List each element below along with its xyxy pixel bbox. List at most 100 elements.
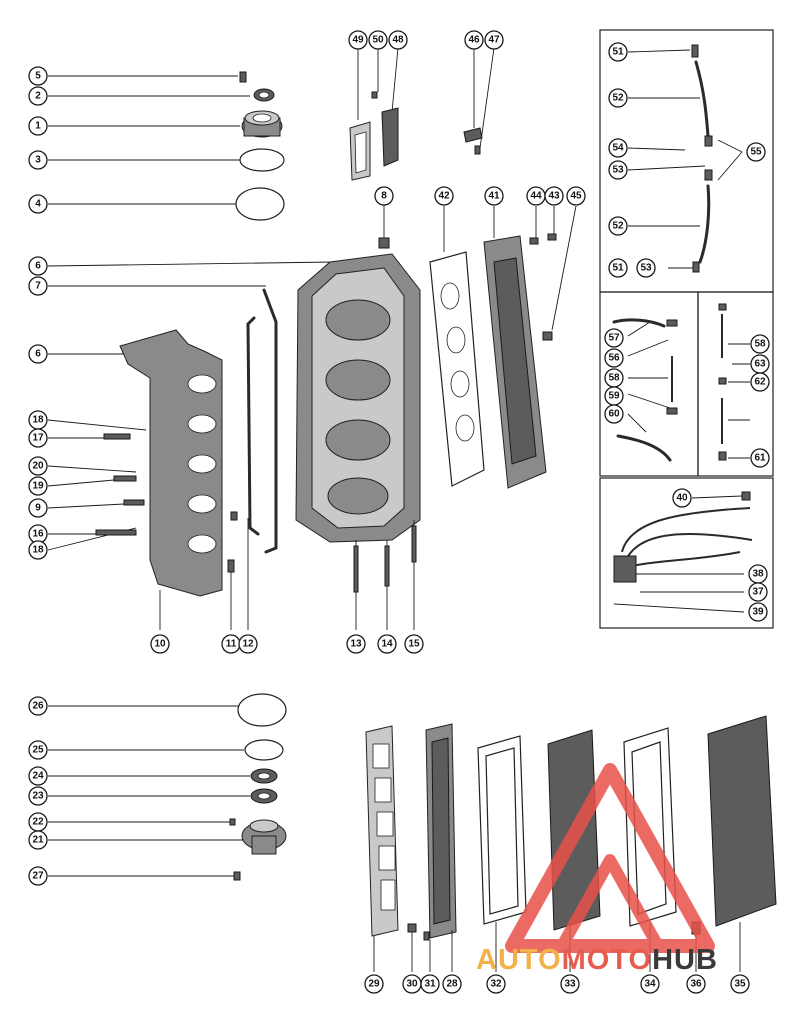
svg-text:44: 44 — [530, 191, 542, 202]
detail-box-fittings-left — [599, 291, 699, 477]
svg-text:32: 32 — [490, 979, 502, 990]
svg-text:52: 52 — [612, 221, 624, 232]
callout-12: 12 — [238, 634, 258, 654]
svg-text:19: 19 — [32, 481, 44, 492]
seal-strips — [48, 285, 278, 554]
callout-1: 1 — [28, 116, 48, 136]
callout-31: 31 — [420, 974, 440, 994]
callout-56: 56 — [604, 348, 624, 368]
svg-text:34: 34 — [644, 979, 656, 990]
callout-52-lower: 52 — [608, 216, 628, 236]
svg-text:14: 14 — [381, 639, 393, 650]
svg-text:18: 18 — [32, 545, 44, 556]
svg-text:41: 41 — [488, 191, 500, 202]
svg-text:27: 27 — [32, 871, 44, 882]
callout-32: 32 — [486, 974, 506, 994]
svg-text:61: 61 — [754, 453, 766, 464]
callout-33: 33 — [560, 974, 580, 994]
svg-text:50: 50 — [372, 35, 384, 46]
svg-text:4: 4 — [35, 199, 41, 210]
callout-22: 22 — [28, 812, 48, 832]
callout-28: 28 — [442, 974, 462, 994]
svg-text:43: 43 — [548, 191, 560, 202]
svg-text:37: 37 — [752, 587, 764, 598]
svg-text:63: 63 — [754, 359, 766, 370]
svg-text:3: 3 — [35, 155, 41, 166]
callout-15: 15 — [404, 634, 424, 654]
svg-text:58: 58 — [754, 339, 766, 350]
callout-61: 61 — [750, 448, 770, 468]
svg-text:56: 56 — [608, 353, 620, 364]
callout-9: 9 — [28, 498, 48, 518]
callout-46: 46 — [464, 30, 484, 50]
callout-18-upper: 18 — [28, 410, 48, 430]
callout-6-cover: 6 — [28, 344, 48, 364]
svg-text:53: 53 — [640, 263, 652, 274]
svg-text:58: 58 — [608, 373, 620, 384]
callout-26: 26 — [28, 696, 48, 716]
callout-6-block: 6 — [28, 256, 48, 276]
callout-51-upper: 51 — [608, 42, 628, 62]
svg-text:28: 28 — [446, 979, 458, 990]
callout-27: 27 — [28, 866, 48, 886]
callout-14: 14 — [377, 634, 397, 654]
callout-52-upper: 52 — [608, 88, 628, 108]
svg-text:6: 6 — [35, 349, 41, 360]
callout-34: 34 — [640, 974, 660, 994]
callout-25: 25 — [28, 740, 48, 760]
callout-58-right: 58 — [750, 334, 770, 354]
callout-35: 35 — [730, 974, 750, 994]
callout-60: 60 — [604, 404, 624, 424]
svg-text:39: 39 — [752, 607, 764, 618]
svg-text:26: 26 — [32, 701, 44, 712]
callout-59: 59 — [604, 386, 624, 406]
svg-text:60: 60 — [608, 409, 620, 420]
callout-7: 7 — [28, 276, 48, 296]
svg-text:5: 5 — [35, 71, 41, 82]
callout-55: 55 — [746, 142, 766, 162]
callout-21: 21 — [28, 830, 48, 850]
callout-63: 63 — [750, 354, 770, 374]
cylinder-block — [47, 253, 421, 630]
parts-bottom-left-stack — [48, 693, 287, 881]
detail-box-harness — [599, 477, 774, 629]
callout-3: 3 — [28, 150, 48, 170]
callout-20: 20 — [28, 456, 48, 476]
cylinder-head — [483, 205, 577, 489]
callout-42: 42 — [434, 186, 454, 206]
callout-45: 45 — [566, 186, 586, 206]
callout-39: 39 — [748, 602, 768, 622]
svg-text:51: 51 — [612, 263, 624, 274]
detail-box-hoses — [599, 29, 774, 293]
callout-29: 29 — [364, 974, 384, 994]
watermark-auto: AUTO — [476, 944, 562, 976]
svg-text:21: 21 — [32, 835, 44, 846]
callout-38: 38 — [748, 564, 768, 584]
svg-text:51: 51 — [612, 47, 624, 58]
callout-37: 37 — [748, 582, 768, 602]
callout-bubbles: 5 2 1 3 4 6 7 6 18 17 20 19 9 16 18 10 1… — [28, 30, 770, 994]
callout-19: 19 — [28, 476, 48, 496]
callout-51-lower: 51 — [608, 258, 628, 278]
head-gasket — [429, 206, 485, 487]
callout-54: 54 — [608, 138, 628, 158]
svg-text:48: 48 — [392, 35, 404, 46]
svg-text:1: 1 — [35, 121, 41, 132]
callout-57: 57 — [604, 328, 624, 348]
svg-text:8: 8 — [381, 191, 387, 202]
callout-48: 48 — [388, 30, 408, 50]
svg-text:11: 11 — [226, 639, 237, 650]
svg-text:35: 35 — [734, 979, 746, 990]
svg-text:13: 13 — [350, 639, 362, 650]
bottom-covers-gaskets — [365, 715, 777, 972]
callout-44: 44 — [526, 186, 546, 206]
svg-text:2: 2 — [35, 91, 41, 102]
svg-text:59: 59 — [608, 391, 620, 402]
svg-text:7: 7 — [35, 281, 41, 292]
callout-16: 16 — [28, 524, 48, 544]
callout-41: 41 — [484, 186, 504, 206]
svg-text:9: 9 — [35, 503, 41, 514]
callout-40: 40 — [672, 488, 692, 508]
svg-text:62: 62 — [754, 377, 766, 388]
